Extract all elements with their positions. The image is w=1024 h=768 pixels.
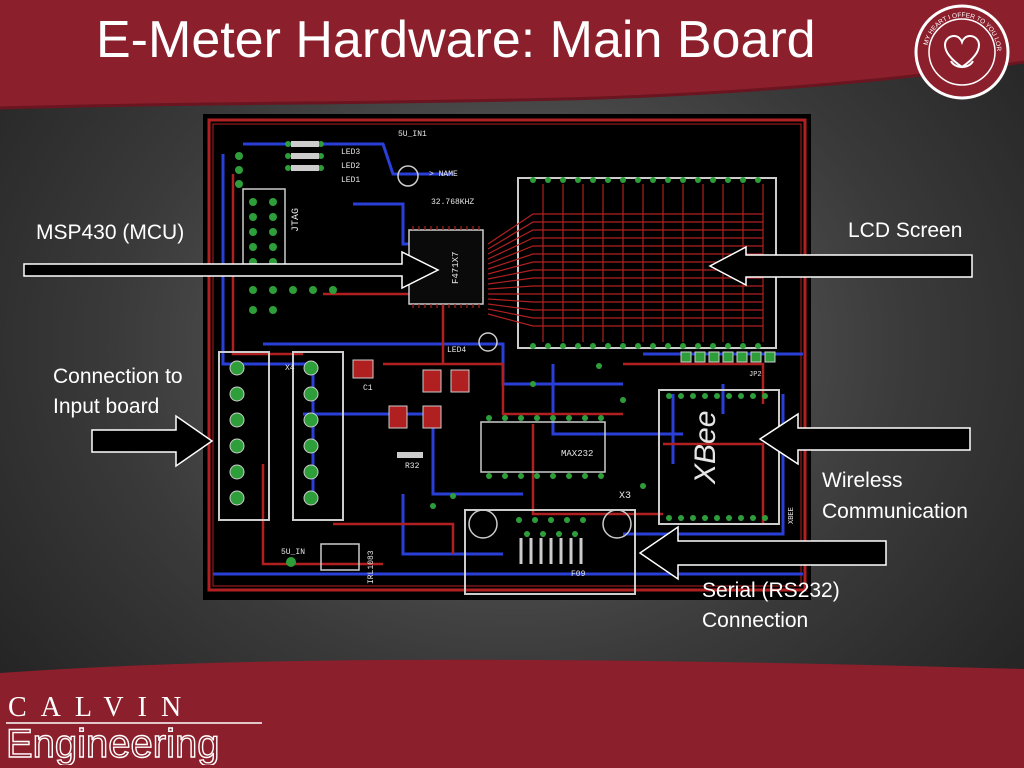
led3-label: LED3 — [341, 148, 360, 157]
logo-engineering-text: Engineering — [6, 722, 220, 765]
input-board-arrow — [91, 414, 214, 468]
wireless-label-line1: Wireless — [822, 469, 903, 492]
college-seal: MY HEART I OFFER TO YOU LORD · PROMPTLY … — [913, 3, 1010, 100]
serial-label-line2: Connection — [702, 609, 809, 632]
pcb-board-image: F471X7 JTAG LED3 LED2 LED1 5U_IN1 > NAME… — [203, 114, 811, 600]
serial-arrow — [638, 525, 887, 581]
input-board-label-line1: Connection to — [53, 365, 183, 388]
mcu-label: MSP430 (MCU) — [36, 221, 185, 244]
input-5v1-label: 5U_IN1 — [398, 130, 427, 139]
f09-label: F09 — [571, 570, 586, 579]
wireless-arrow — [758, 412, 971, 466]
r32-label: R32 — [405, 462, 420, 471]
header-band — [0, 0, 1024, 110]
led1-label: LED1 — [341, 176, 360, 185]
jp2-label: JP2 — [749, 371, 762, 379]
x4-label: X4 — [285, 364, 295, 373]
footer-band — [0, 659, 1024, 768]
regulator-label: IRL1083 — [367, 550, 376, 584]
serial-label-line1: Serial (RS232) — [702, 579, 840, 602]
mcu-arrow — [23, 250, 440, 290]
input-board-label-line2: Input board — [53, 395, 160, 418]
lcd-arrow — [708, 245, 973, 287]
led2-label: LED2 — [341, 162, 360, 171]
calvin-engineering-logo: CALVIN Engineering — [5, 693, 262, 765]
logo-calvin-text: CALVIN — [8, 693, 195, 723]
mcu-part-label: F471X7 — [451, 252, 461, 284]
wireless-label-line2: Communication — [822, 500, 968, 523]
name-label: > NAME — [429, 170, 458, 179]
lcd-label: LCD Screen — [848, 219, 963, 242]
slide-title: E-Meter Hardware: Main Board — [96, 11, 816, 69]
jtag-label: JTAG — [291, 208, 302, 232]
led4-label: LED4 — [447, 346, 466, 355]
xbee-tag-label: XBEE — [788, 507, 796, 524]
input-5v-label: 5U_IN — [281, 548, 305, 557]
c1-label: C1 — [363, 384, 373, 393]
xbee-label: XBee — [689, 411, 722, 485]
max232-label: MAX232 — [561, 449, 593, 459]
x3-label: X3 — [619, 491, 631, 502]
crystal-label: 32.768KHZ — [431, 198, 474, 207]
